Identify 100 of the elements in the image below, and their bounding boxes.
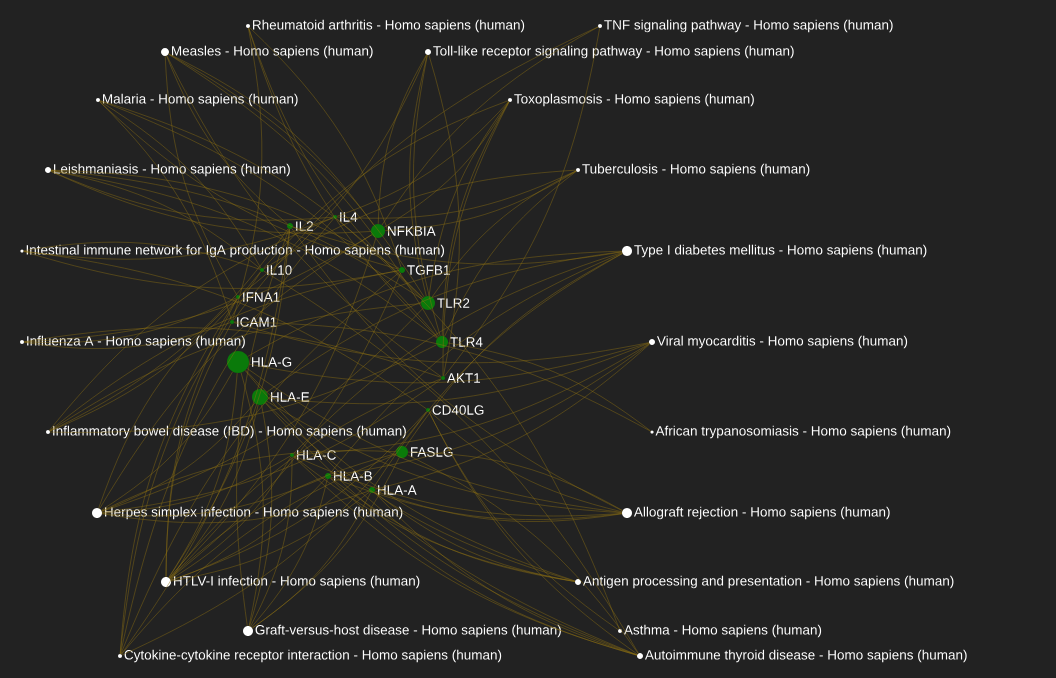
network-edge (267, 342, 650, 404)
network-edge (233, 322, 650, 364)
pathway-node: Allograft rejection - Homo sapiens (human) (622, 506, 890, 520)
network-edge (249, 27, 402, 268)
node-label: NFKBIA (388, 226, 436, 236)
pathway-node: Leishmaniasis - Homo sapiens (human) (45, 163, 290, 177)
network-edge (101, 490, 370, 524)
network-edge (244, 370, 638, 656)
gene-node: AKT1 (441, 373, 480, 383)
network-edge (251, 478, 328, 628)
pathway-node: Intestinal immune network for IgA production - Homo sapiens (human) (20, 244, 445, 258)
network-edge (405, 253, 623, 448)
network-edge (429, 411, 623, 513)
network-edge (246, 368, 623, 513)
network-edge (407, 454, 639, 654)
network-edge (101, 450, 397, 511)
network-edge (330, 476, 623, 520)
gene-node: HLA-C (290, 450, 336, 460)
network-edge (99, 100, 262, 269)
node-label: TLR2 (437, 298, 470, 308)
network-edge (98, 298, 237, 509)
network-edge (431, 170, 577, 298)
pathway-node: TNF signaling pathway - Homo sapiens (human) (598, 19, 893, 33)
network-edge (99, 234, 373, 509)
network-edge (121, 454, 397, 655)
network-edge (444, 171, 577, 337)
network-edge (232, 27, 263, 321)
network-edge (234, 321, 651, 432)
gene-node: CD40LG (426, 405, 484, 415)
pathway-node: Asthma - Homo sapiens (human) (618, 624, 822, 638)
network-edge (99, 100, 439, 338)
node-label: HLA-E (271, 392, 310, 402)
network-edge (49, 217, 334, 431)
network-edge (99, 101, 400, 270)
network-edge (428, 54, 460, 377)
network-edge (374, 343, 650, 490)
gene-node: IL4 (333, 212, 358, 222)
network-edge (170, 456, 292, 580)
network-edge (49, 270, 400, 431)
gene-node: HLA-A (369, 485, 417, 495)
network-edge (250, 457, 293, 627)
network-edge (233, 26, 599, 321)
node-label: TGFB1 (407, 265, 450, 275)
network-edge (428, 411, 638, 655)
gene-node: NFKBIA (371, 224, 436, 238)
network-edge (49, 271, 261, 432)
gene-node: IL10 (260, 265, 292, 275)
network-edge (49, 344, 437, 433)
network-edge (248, 27, 438, 338)
node-label: TLR4 (450, 337, 483, 347)
network-edge (336, 170, 577, 219)
network-edge (252, 457, 400, 629)
network-edge (240, 372, 264, 627)
network-edge (164, 55, 238, 296)
network-edge (336, 218, 620, 630)
pathway-node: Herpes simplex infection - Homo sapiens (human) (92, 506, 403, 520)
network-edge (50, 170, 261, 269)
network-edge (293, 252, 623, 454)
network-edge (49, 303, 422, 432)
network-edge (248, 27, 423, 299)
network-edge (169, 453, 397, 579)
network-edge (447, 342, 651, 432)
network-edge (263, 169, 577, 270)
pathway-node: Toxoplasmosis - Homo sapiens (human) (508, 93, 754, 107)
network-edge (442, 101, 510, 377)
pathway-node: Viral myocarditis - Homo sapiens (human) (649, 335, 908, 349)
node-label: HLA-C (297, 450, 336, 460)
network-edge (293, 455, 623, 517)
network-edge (408, 451, 623, 511)
pathway-node: Malaria - Homo sapiens (human) (96, 93, 298, 107)
network-edge (248, 342, 650, 383)
gene-node: HLA-E (252, 389, 310, 405)
network-edge (121, 411, 427, 656)
gene-node: IFNA1 (236, 292, 280, 302)
gene-node: ICAM1 (230, 317, 277, 327)
network-edge (101, 379, 442, 513)
network-edge (293, 456, 638, 656)
network-edge (101, 477, 326, 516)
node-label: FASLG (411, 447, 453, 457)
network-edge (166, 55, 288, 225)
network-edge (170, 411, 427, 581)
node-label: IL10 (267, 265, 292, 275)
pathway-node: Autoimmune thyroid disease - Homo sapiens (human) (637, 649, 967, 663)
node-label: HLA-G (252, 357, 292, 367)
pathway-node: African trypanosomiasis - Homo sapiens (human) (650, 425, 951, 439)
node-label: IL2 (296, 221, 313, 231)
pathway-node: Tuberculosis - Homo sapiens (human) (576, 163, 810, 177)
gene-node: HLA-B (325, 471, 372, 481)
network-edge (23, 242, 261, 270)
gene-node: TLR2 (421, 296, 470, 310)
gene-node: HLA-G (227, 351, 292, 373)
network-edge (381, 26, 599, 226)
network-edge (336, 101, 509, 217)
node-label: HLA-A (378, 485, 417, 495)
network-edge (101, 308, 424, 512)
network-edge (169, 378, 442, 579)
network-edge (99, 100, 424, 299)
network-edge (374, 490, 623, 522)
pathway-node: Type I diabetes mellitus - Homo sapiens (human) (622, 244, 927, 258)
gene-node: TLR4 (436, 336, 483, 348)
